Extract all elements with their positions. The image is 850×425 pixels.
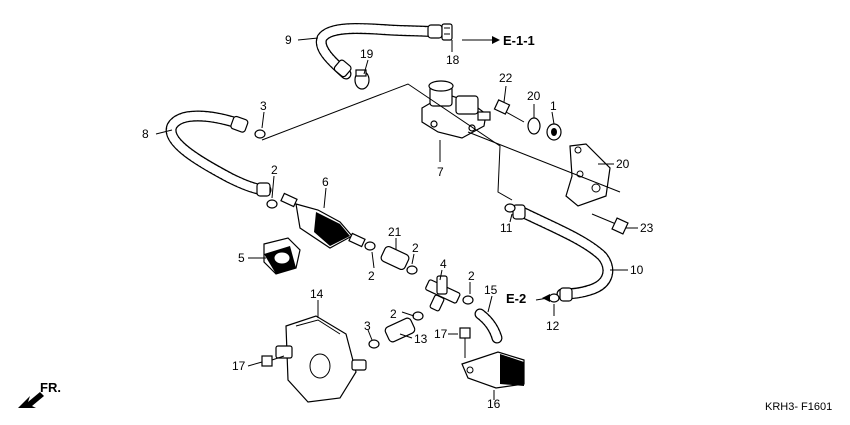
part-number-22: 22 <box>499 71 513 85</box>
part-number-2e: 2 <box>390 307 397 321</box>
fuel-filter-6 <box>280 192 366 249</box>
part-number-15: 20 <box>616 157 630 171</box>
part-number-13: 15 <box>484 283 498 297</box>
part-number-23: 23 <box>640 221 654 235</box>
part-number-18: 18 <box>446 53 460 67</box>
bolt-17-right <box>459 327 471 358</box>
part-number-10: 10 <box>630 263 644 277</box>
part-number-12: 14 <box>310 287 324 301</box>
clamp-19 <box>354 69 370 90</box>
bracket-14 <box>461 351 525 389</box>
part-number-14: 16 <box>487 397 501 411</box>
part-number-2d: 2 <box>468 269 475 283</box>
bolt-17-left <box>261 355 285 367</box>
arrow-to-e11 <box>492 36 500 44</box>
part-number-19: 19 <box>360 47 374 61</box>
part-number-17b: 17 <box>434 327 448 341</box>
part-number-2b: 2 <box>412 241 419 255</box>
canister-12 <box>275 315 367 403</box>
collar-16 <box>527 117 541 135</box>
part-number-17a: 17 <box>232 359 246 373</box>
part-number-3a: 3 <box>260 99 267 113</box>
leader-lines <box>155 37 638 400</box>
t-joint-4 <box>425 275 461 312</box>
part-number-20b: 12 <box>546 319 560 333</box>
part-number-20a: 11 <box>500 221 513 235</box>
part-number-11: 13 <box>414 332 428 346</box>
reference-e-1-1: E-1-1 <box>503 33 535 48</box>
part-number-8: 8 <box>142 127 149 141</box>
part-number-16: 20 <box>527 89 541 103</box>
part-number-4: 4 <box>440 257 447 271</box>
rubber-mount-5 <box>263 237 301 275</box>
reference-e-2: E-2 <box>506 291 526 306</box>
part-number-2c: 2 <box>368 269 375 283</box>
hose-13 <box>474 308 503 344</box>
grommet-1 <box>546 123 562 141</box>
part-number-6: 6 <box>322 175 329 189</box>
diagram-code: KRH3- F1601 <box>765 401 832 413</box>
hose-9 <box>315 23 444 80</box>
hose-10 <box>512 204 614 302</box>
clip-marks <box>254 129 560 349</box>
hose-8 <box>165 110 272 197</box>
bracket-15 <box>565 143 611 207</box>
part-number-9: 9 <box>285 33 292 47</box>
part-number-5: 5 <box>238 251 245 265</box>
part-number-2a: 2 <box>271 163 278 177</box>
tube-11 <box>384 317 416 343</box>
front-direction-marker: FR. <box>18 380 61 408</box>
tube-21 <box>380 245 410 271</box>
part-number-21: 21 <box>388 225 402 239</box>
fuel-pump-7 <box>421 80 491 139</box>
part-numbers: 9 19 18 3 8 2 6 21 2 2 4 2 2 3 13 5 14 1… <box>142 33 654 411</box>
arrow-to-e2 <box>542 294 550 302</box>
bolt-23 <box>591 213 629 235</box>
bolt-22 <box>493 99 525 123</box>
part-number-1: 1 <box>550 99 557 113</box>
part-number-3b: 3 <box>364 319 371 333</box>
front-label: FR. <box>40 380 61 395</box>
clamp-18 <box>441 23 453 41</box>
part-number-7: 7 <box>437 165 444 179</box>
